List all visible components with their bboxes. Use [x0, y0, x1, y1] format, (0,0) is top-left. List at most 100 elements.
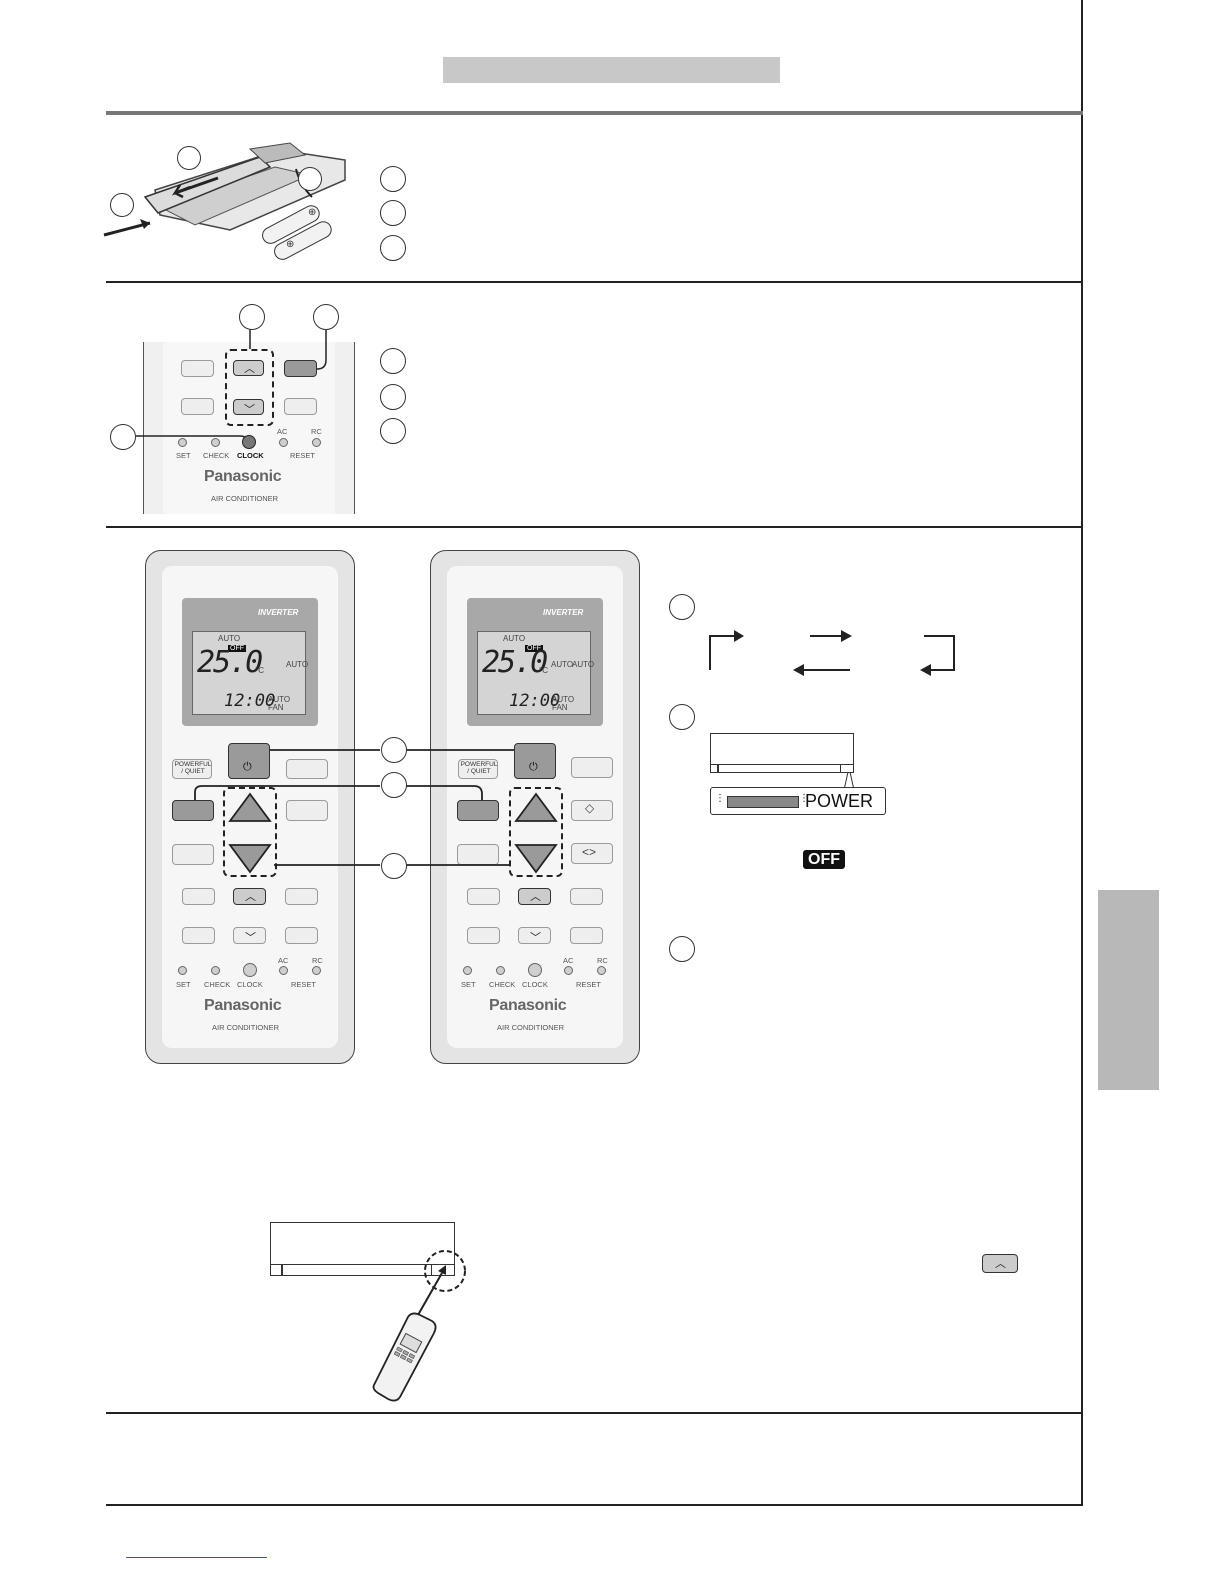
remote-left-check-indicator[interactable] [211, 966, 220, 975]
remote-left-reset-label: RESET [291, 980, 317, 989]
set-label: SET [176, 451, 191, 460]
clock-callout-1 [110, 424, 136, 450]
remote-left-clock-label: CLOCK [237, 980, 263, 989]
remote-right-clock-indicator[interactable] [528, 963, 542, 977]
remote-right-row6-left[interactable] [467, 927, 500, 944]
remote-left-mid-right-button[interactable] [286, 800, 328, 821]
remote-right-off-badge: OFF [525, 645, 543, 652]
remote-left-fan: AUTO FAN [268, 695, 291, 712]
remote-right-fan: AUTO FAN [552, 695, 575, 712]
remote-right-row5-left[interactable] [467, 888, 500, 905]
remote-left-temperature: 25.0 [197, 645, 263, 680]
clock-remote-btn-b[interactable] [181, 398, 214, 415]
remote-left-row6-right[interactable] [285, 927, 318, 944]
mode-cycle-arrows [709, 630, 955, 676]
remote-right-powerful-quiet-button[interactable]: POWERFUL / QUIET [458, 759, 498, 779]
remote-right-row5-right[interactable] [570, 888, 603, 905]
clock-set-button[interactable] [284, 360, 317, 377]
power-indicator-panel: ⋮ ⋮ POWER [710, 787, 886, 815]
remote-right-ac-indicator[interactable] [564, 966, 573, 975]
clock-remote-btn-a[interactable] [181, 360, 214, 377]
remote-left-row5-left[interactable] [182, 888, 215, 905]
time-down-button[interactable]: ﹀ [233, 399, 264, 416]
remote-right-product: AIR CONDITIONER [497, 1023, 565, 1032]
clock-step-1 [380, 348, 406, 374]
remote-right-ac-label: AC [563, 956, 574, 965]
remote-right-lcd [477, 631, 591, 715]
section-rule-bottom [106, 1504, 1083, 1506]
remote-left-temp-down-button[interactable] [228, 842, 272, 874]
check-indicator[interactable] [211, 438, 220, 447]
remote-right-mode-button[interactable] [457, 800, 499, 821]
product-label: AIR CONDITIONER [211, 494, 279, 503]
remote-left-temp-dashed-box [223, 787, 277, 877]
operation-step-3 [669, 936, 695, 962]
battery-step-1 [380, 166, 406, 192]
rc-reset-indicator[interactable] [312, 438, 321, 447]
blink-left-icon: ⋮ [715, 793, 725, 804]
power-icon: ⏻ [529, 761, 538, 773]
remote-right-check-indicator[interactable] [496, 966, 505, 975]
remote-right-swing2: AUTO [572, 660, 595, 669]
remote-left-row5-up[interactable]: ︿ [233, 888, 266, 905]
remote-right-vertical-swing-button[interactable]: ◇ [571, 800, 613, 821]
remote-left-power-button[interactable]: ⏻ [228, 743, 270, 779]
remote-right-temp-dashed-box [509, 787, 563, 877]
blink-right-icon: ⋮ [799, 793, 809, 804]
set-indicator[interactable] [178, 438, 187, 447]
remote-left-set-label: SET [176, 980, 191, 989]
remote-left-clock: 12:00 [224, 691, 276, 711]
remote-right-row6-right[interactable] [570, 927, 603, 944]
chevron-up-icon: ︿ [530, 891, 541, 903]
svg-text:⊕: ⊕ [286, 239, 294, 250]
step-number-1-circle [110, 193, 134, 217]
remote-right-temperature: 25.0 [482, 645, 548, 680]
clock-indicator[interactable] [242, 435, 256, 449]
remote-left-temp-up-button[interactable] [228, 792, 272, 824]
remote-right-temp-down-button[interactable] [514, 842, 558, 874]
clock-label: CLOCK [237, 451, 264, 460]
time-up-button[interactable]: ︿ [233, 360, 264, 376]
chevron-up-icon: ︿ [995, 1258, 1006, 1270]
remote-right-rc-indicator[interactable] [597, 966, 606, 975]
remote-right-rc-label: RC [597, 956, 608, 965]
remote-left-mode-button[interactable] [172, 800, 214, 821]
remote-left-ac-indicator[interactable] [279, 966, 288, 975]
header-title-bar [443, 57, 780, 83]
remote-left-powerful-quiet-button[interactable]: POWERFUL / QUIET [172, 759, 212, 779]
check-label: CHECK [203, 451, 230, 460]
remote-left-unit: °C [255, 666, 264, 675]
chevron-down-icon: ﹀ [244, 404, 255, 416]
time-adjust-dashed-box [225, 349, 274, 426]
operation-step-1 [669, 594, 695, 620]
remote-right-horizontal-swing-button[interactable]: <> [571, 843, 613, 864]
clock-remote-btn-c[interactable] [284, 398, 317, 415]
horizontal-swing-icon: <> [582, 845, 597, 859]
remote-left-row6-down[interactable]: ﹀ [233, 927, 266, 944]
remote-left-set-indicator[interactable] [178, 966, 187, 975]
right-border [1081, 0, 1083, 1506]
remote-left-mode: AUTO [218, 634, 241, 643]
remote-left-rc-label: RC [312, 956, 323, 965]
remote-right-row5-up[interactable]: ︿ [518, 888, 551, 905]
battery-step-2 [380, 200, 406, 226]
remote-right-set-indicator[interactable] [463, 966, 472, 975]
remote-left-check-label: CHECK [204, 980, 231, 989]
chevron-up-icon: ︿ [245, 891, 256, 903]
power-label: POWER [805, 791, 874, 811]
ac-label: AC [277, 427, 288, 436]
remote-left-top-right-button[interactable] [286, 759, 328, 779]
remote-right-power-button[interactable]: ⏻ [514, 743, 556, 779]
remote-right-top-right-button[interactable] [571, 757, 613, 778]
remote-left-row6-left[interactable] [182, 927, 215, 944]
rc-label: RC [311, 427, 322, 436]
section-rule-3 [106, 1412, 1083, 1414]
remote-left-row5-right[interactable] [285, 888, 318, 905]
remote-left-lower-left-button[interactable] [172, 844, 214, 865]
remote-right-temp-up-button[interactable] [514, 792, 558, 824]
remote-right-row6-down[interactable]: ﹀ [518, 927, 551, 944]
remote-left-rc-indicator[interactable] [312, 966, 321, 975]
ac-reset-indicator[interactable] [279, 438, 288, 447]
remote-left-clock-indicator[interactable] [243, 963, 257, 977]
section-rule-2 [106, 526, 1083, 528]
